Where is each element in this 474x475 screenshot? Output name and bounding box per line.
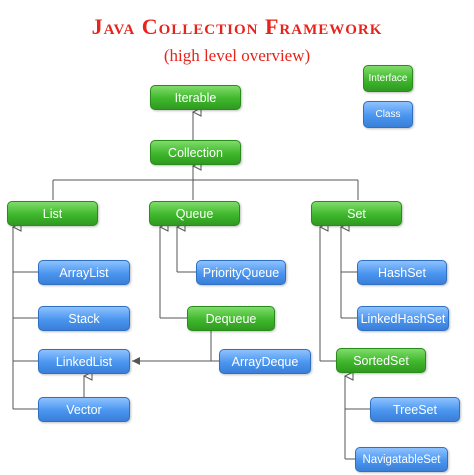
legend-interface: Interface bbox=[363, 65, 413, 92]
node-treeset: TreeSet bbox=[370, 397, 460, 422]
node-arraylist: ArrayList bbox=[38, 260, 130, 285]
node-linkedlist: LinkedList bbox=[38, 349, 130, 374]
node-vector: Vector bbox=[38, 397, 130, 422]
node-dequeue: Dequeue bbox=[187, 306, 275, 331]
legend-class: Class bbox=[363, 101, 413, 128]
node-hashset: HashSet bbox=[357, 260, 447, 285]
node-stack: Stack bbox=[38, 306, 130, 331]
node-collection: Collection bbox=[150, 140, 241, 165]
node-set: Set bbox=[311, 201, 402, 226]
node-linkedhashset: LinkedHashSet bbox=[357, 306, 449, 331]
node-sortedset: SortedSet bbox=[336, 348, 426, 373]
node-navigatableset: NavigatableSet bbox=[355, 447, 448, 472]
node-iterable: Iterable bbox=[150, 85, 241, 110]
diagram-subtitle: (high level overview) bbox=[163, 46, 311, 65]
node-list: List bbox=[7, 201, 98, 226]
node-queue: Queue bbox=[149, 201, 240, 226]
node-priorityqueue: PriorityQueue bbox=[196, 260, 286, 285]
node-arraydeque: ArrayDeque bbox=[219, 349, 311, 374]
diagram-title: Java Collection Framework bbox=[91, 14, 383, 39]
